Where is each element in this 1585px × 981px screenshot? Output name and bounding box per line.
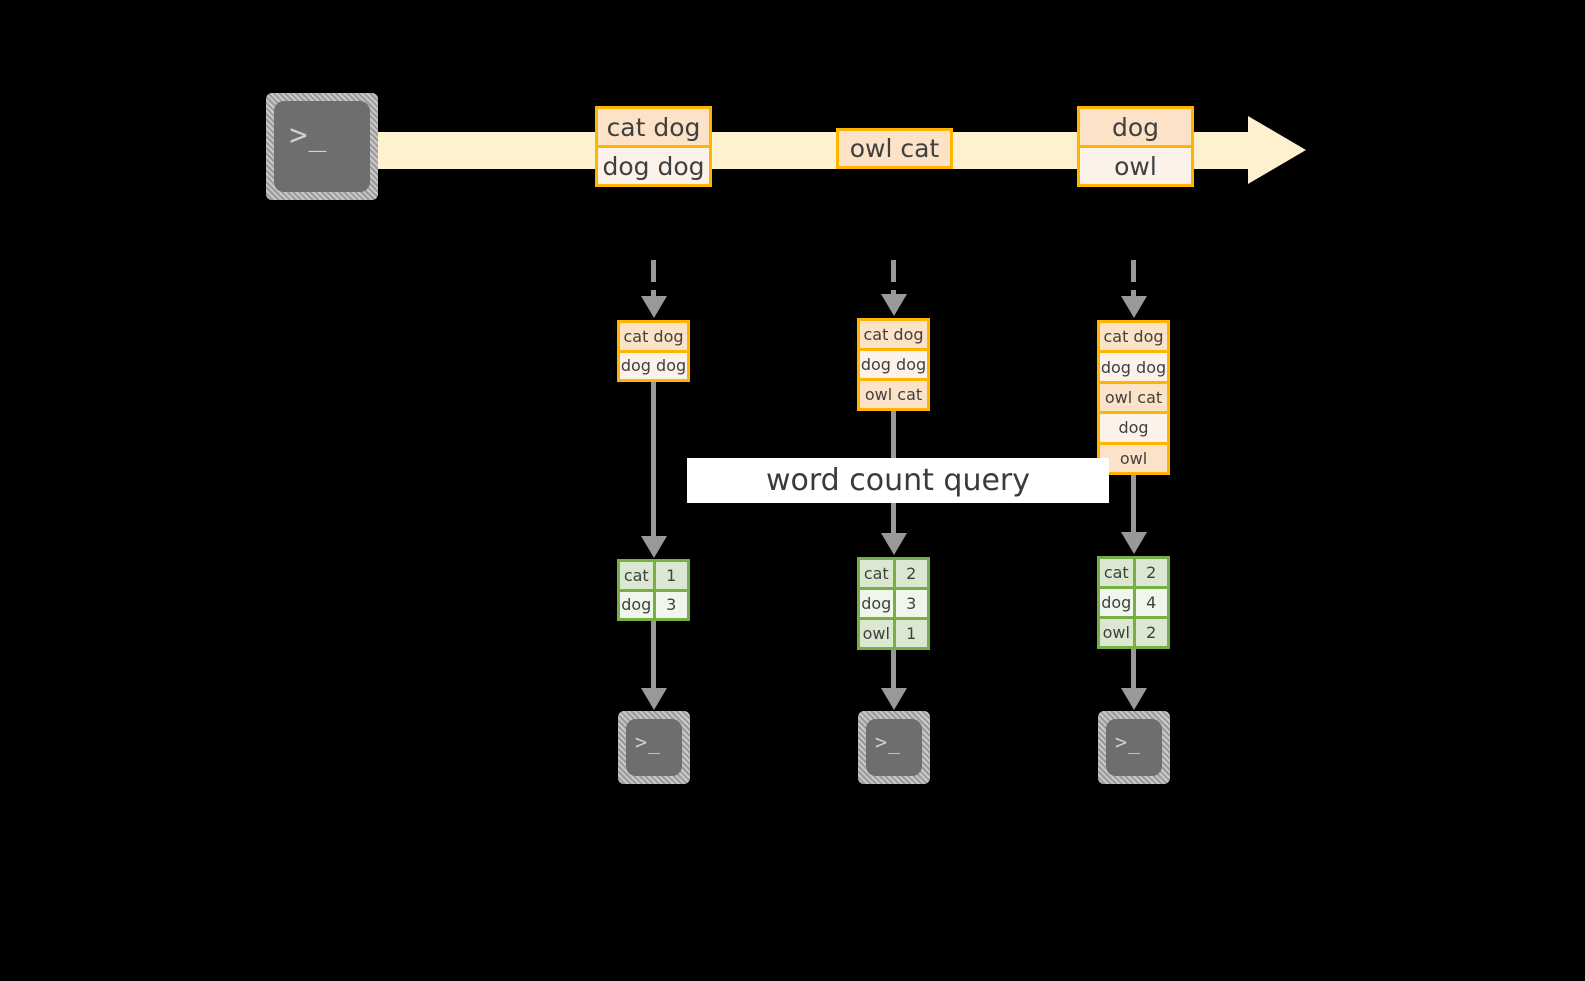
snapshot-1-trigger-line [651,290,656,300]
snapshot-3-query-line [1131,475,1136,535]
snapshot-2-result-table[interactable]: cat 2 dog 3 owl 1 [857,557,930,650]
snapshot-3-trigger-line [1131,290,1136,300]
result-value: 1 [655,562,687,589]
result-value: 2 [895,560,927,587]
result-key: owl [1100,619,1136,646]
stream-arrow-head [1248,116,1306,184]
snapshot-3-query-arrowhead [1121,532,1147,554]
snapshot-state-row: dog [1100,411,1167,442]
result-row: owl 1 [860,617,927,647]
snapshot-2-sink-terminal-icon[interactable]: >_ [858,711,930,784]
snapshot-1-sink-arrowhead [641,688,667,710]
snapshot-3-trigger-dash [1131,260,1136,282]
source-terminal-body: >_ [274,101,370,192]
result-value: 2 [1135,559,1167,586]
snapshot-1-query-line [651,382,656,540]
snapshot-3-state-box[interactable]: cat dog dog dog owl cat dog owl [1097,320,1170,475]
snapshot-state-row: dog dog [1100,350,1167,381]
result-row: owl 2 [1100,616,1167,646]
stream-message-row: owl cat [839,131,950,166]
terminal-prompt-glyph: >_ [634,729,662,754]
result-row: cat 1 [620,562,687,589]
stream-message-row: cat dog [598,109,709,145]
result-value: 3 [895,590,927,617]
snapshot-state-row: dog dog [860,348,927,378]
stream-message-1[interactable]: cat dog dog dog [595,106,712,187]
snapshot-1-result-table[interactable]: cat 1 dog 3 [617,559,690,621]
sink-terminal-body: >_ [866,719,922,776]
source-terminal-icon[interactable]: >_ [266,93,378,200]
snapshot-2-trigger-arrowhead [881,294,907,316]
snapshot-state-row: owl cat [1100,380,1167,412]
snapshot-state-row: cat dog [620,323,687,350]
snapshot-2-state-box[interactable]: cat dog dog dog owl cat [857,318,930,411]
result-row: dog 4 [1100,586,1167,616]
snapshot-3-trigger-arrowhead [1121,296,1147,318]
result-key: cat [1100,559,1136,586]
terminal-prompt-glyph: >_ [1114,729,1142,754]
snapshot-3-sink-terminal-icon[interactable]: >_ [1098,711,1170,784]
result-key: dog [1100,589,1136,616]
snapshot-1-sink-terminal-icon[interactable]: >_ [618,711,690,784]
snapshot-3-sink-line [1131,649,1136,692]
snapshot-1-state-box[interactable]: cat dog dog dog [617,320,690,382]
result-value: 2 [1135,619,1167,646]
result-row: cat 2 [1100,559,1167,586]
sink-terminal-body: >_ [626,719,682,776]
result-row: cat 2 [860,560,927,587]
snapshot-1-sink-line [651,621,656,691]
snapshot-state-row: dog dog [620,349,687,379]
result-key: dog [860,590,896,617]
snapshot-2-sink-arrowhead [881,688,907,710]
result-key: cat [620,562,656,589]
snapshot-state-row: cat dog [860,321,927,348]
stream-message-row: dog dog [598,145,709,184]
sink-terminal-body: >_ [1106,719,1162,776]
result-key: dog [620,591,656,618]
result-value: 3 [655,591,687,618]
result-value: 4 [1135,589,1167,616]
snapshot-state-row: owl cat [860,378,927,408]
stream-message-row: dog [1080,109,1191,145]
stream-message-row: owl [1080,145,1191,184]
result-value: 1 [895,620,927,647]
terminal-prompt-glyph: >_ [289,118,328,154]
result-row: dog 3 [860,587,927,617]
snapshot-3-result-table[interactable]: cat 2 dog 4 owl 2 [1097,556,1170,649]
snapshot-state-row: cat dog [1100,323,1167,351]
snapshot-2-query-arrowhead [881,533,907,555]
snapshot-state-row: owl [1100,441,1167,473]
stream-message-2[interactable]: owl cat [836,128,953,169]
word-count-query-label: word count query [687,458,1109,503]
terminal-prompt-glyph: >_ [874,729,902,754]
snapshot-1-query-arrowhead [641,536,667,558]
snapshot-1-trigger-dash [651,260,656,282]
snapshot-1-trigger-arrowhead [641,296,667,318]
snapshot-2-sink-line [891,650,896,692]
snapshot-2-trigger-dash [891,260,896,282]
stream-message-3[interactable]: dog owl [1077,106,1194,187]
query-label-text: word count query [765,463,1031,498]
result-row: dog 3 [620,588,687,618]
snapshot-3-sink-arrowhead [1121,688,1147,710]
result-key: cat [860,560,896,587]
result-key: owl [860,620,896,647]
